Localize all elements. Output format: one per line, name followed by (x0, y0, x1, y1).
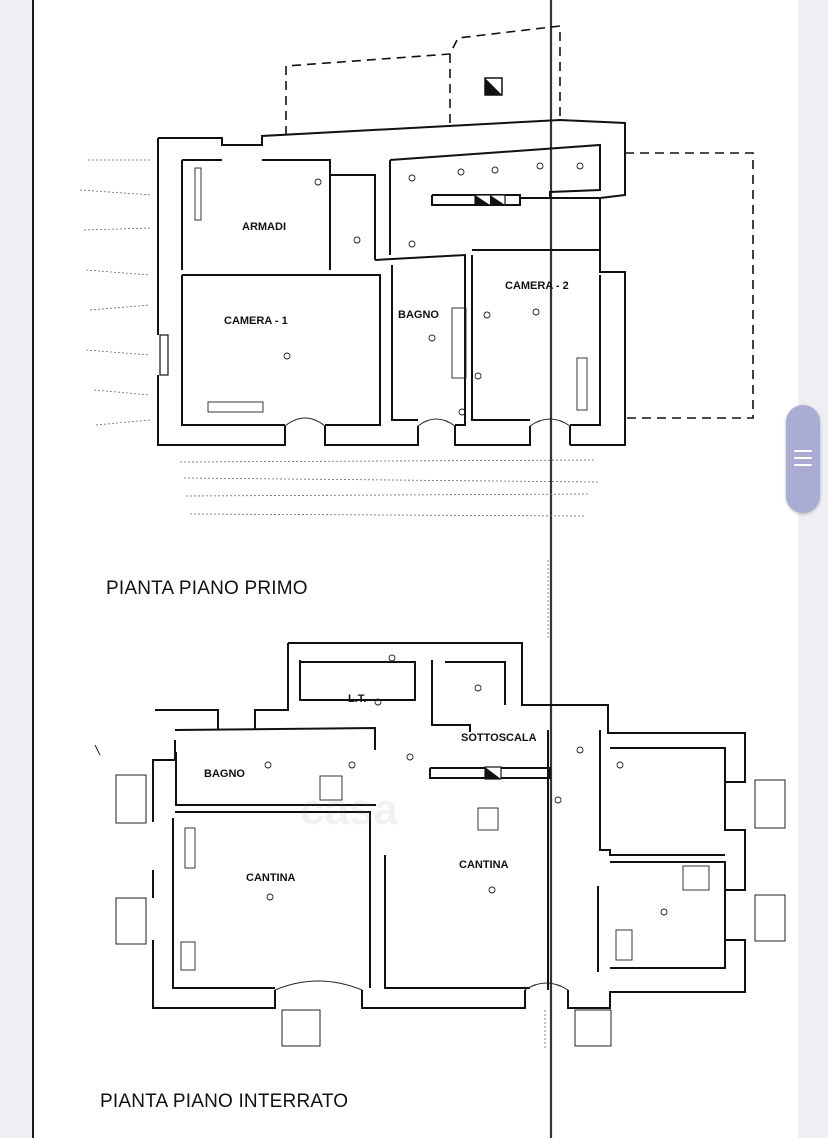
first-floor-title: PIANTA PIANO PRIMO (106, 578, 308, 599)
drawing-sheet (32, 0, 798, 1138)
room-label: CANTINA (459, 859, 509, 871)
room-label: CAMERA - 2 (505, 280, 569, 292)
garden-hatching (79, 159, 599, 517)
scroll-handle[interactable] (786, 405, 820, 513)
basement-title: PIANTA PIANO INTERRATO (100, 1091, 349, 1112)
diagonal-square-icon (484, 766, 502, 780)
room-label: BAGNO (204, 768, 245, 780)
room-label: CANTINA (246, 872, 296, 884)
diagonal-square-icon (484, 77, 503, 96)
watermark-logo: casa (300, 785, 398, 834)
room-label: BAGNO (398, 309, 439, 321)
menu-lines-icon (794, 450, 812, 452)
first-floor-plan: ARMADI CAMERA - 1 BAGNO CAMERA - 2 (79, 25, 754, 517)
room-label: L.T. (348, 693, 366, 705)
balcony-outline (625, 152, 754, 419)
room-label: SOTTOSCALA (461, 732, 537, 744)
basement-plan: L.T. SOTTOSCALA BAGNO CANTINA CANTINA (94, 560, 786, 1050)
room-label: ARMADI (242, 221, 286, 233)
room-label: CAMERA - 1 (224, 315, 288, 327)
terrace-outline (285, 25, 561, 135)
